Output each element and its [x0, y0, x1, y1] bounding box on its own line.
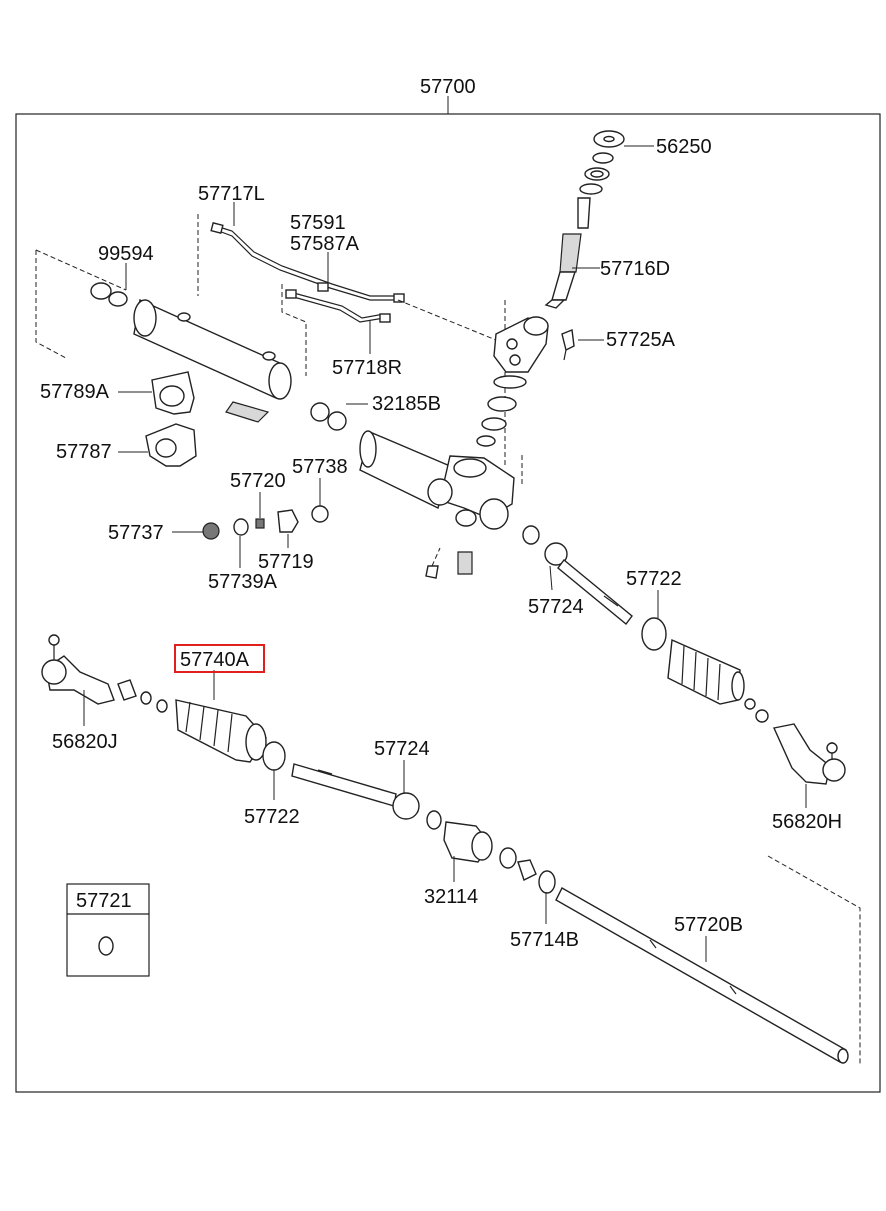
label-57700: 57700	[420, 76, 476, 98]
ring-57714b	[538, 870, 556, 894]
label-57724-upper: 57724	[528, 596, 584, 618]
clamp-57787	[145, 423, 197, 467]
rack-housing	[359, 430, 515, 579]
label-57722-lower: 57722	[244, 806, 300, 828]
oring-57738	[311, 505, 329, 523]
label-57740a: 57740A	[180, 649, 250, 671]
label-57721: 57721	[76, 890, 132, 912]
label-57720b: 57720B	[674, 914, 743, 936]
label-32185b: 32185B	[372, 393, 441, 415]
bushing-32114	[443, 821, 517, 869]
part-57721-icon	[98, 936, 114, 956]
label-57724-lower: 57724	[374, 738, 430, 760]
inset-box-57721	[66, 883, 150, 977]
valve-housing	[476, 316, 575, 447]
label-57714b: 57714B	[510, 929, 579, 951]
label-56820j: 56820J	[52, 731, 118, 753]
label-57716d: 57716D	[600, 258, 670, 280]
tie-rod-end-left	[41, 634, 168, 713]
label-57718r: 57718R	[332, 357, 402, 379]
label-57787: 57787	[56, 441, 112, 463]
bracket-57789a	[151, 371, 195, 415]
highlight-57740a-box	[174, 644, 265, 673]
cylinder-tube	[90, 282, 292, 423]
feed-pipes	[210, 221, 405, 323]
label-57725a: 57725A	[606, 329, 676, 351]
nut-57714b	[517, 859, 537, 881]
label-99594: 99594	[98, 243, 154, 265]
rack-bar-57720b	[555, 887, 849, 1064]
inner-rod-upper	[522, 525, 633, 626]
yoke-57719	[277, 509, 299, 533]
label-57737: 57737	[108, 522, 164, 544]
label-57739a: 57739A	[208, 571, 278, 593]
label-57717l: 57717L	[198, 183, 265, 205]
inner-rod-lower	[291, 763, 442, 830]
label-57719: 57719	[258, 551, 314, 573]
label-57720: 57720	[230, 470, 286, 492]
pinion-stack	[544, 130, 625, 309]
boot-left	[175, 699, 286, 771]
label-57591: 57591	[290, 212, 346, 234]
label-57587a: 57587A	[290, 233, 360, 255]
label-56820h: 56820H	[772, 811, 842, 833]
tie-rod-end-right	[773, 723, 846, 785]
nut-57720	[255, 518, 265, 529]
label-57789a: 57789A	[40, 381, 110, 403]
nut-57737	[202, 522, 220, 540]
leader-lines	[83, 145, 807, 962]
seal-32185b-b	[327, 411, 347, 431]
label-57738: 57738	[292, 456, 348, 478]
label-56250: 56250	[656, 136, 712, 158]
label-57722-upper: 57722	[626, 568, 682, 590]
seal-32185b-a	[310, 402, 330, 422]
boot-right	[641, 617, 769, 723]
label-32114: 32114	[424, 886, 478, 908]
ring-57739a	[233, 518, 249, 536]
assembly-frame	[15, 113, 881, 1093]
